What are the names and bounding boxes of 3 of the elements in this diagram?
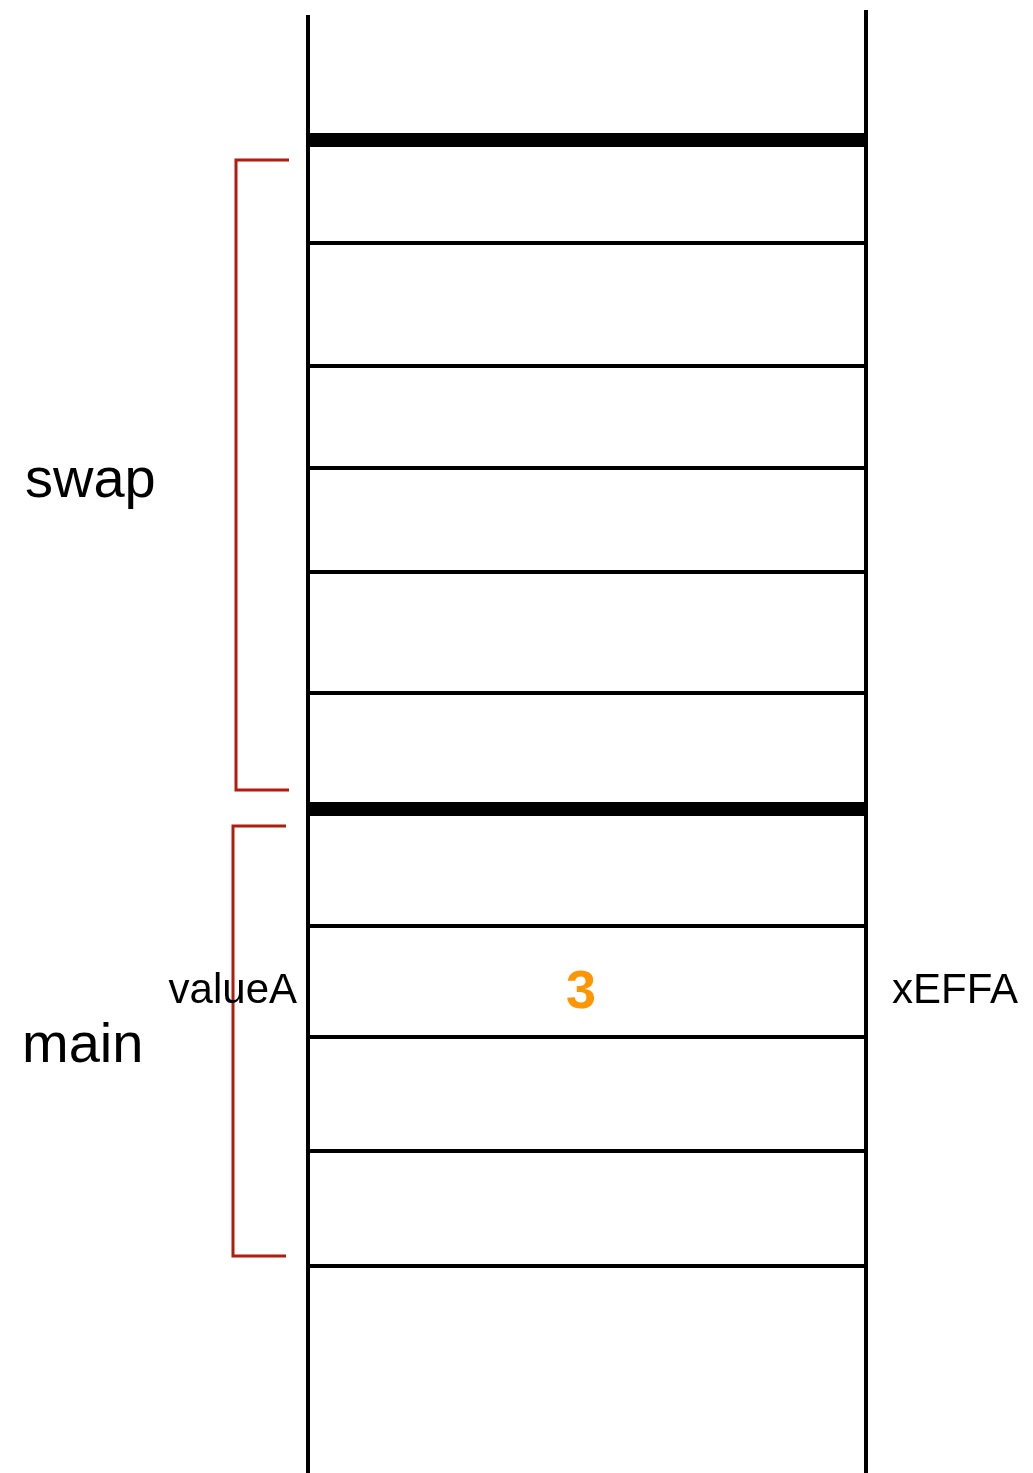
cell-value: 3 <box>566 962 597 1016</box>
frame-label: main <box>22 1015 144 1071</box>
memory-address: xEFFA <box>892 968 1019 1010</box>
